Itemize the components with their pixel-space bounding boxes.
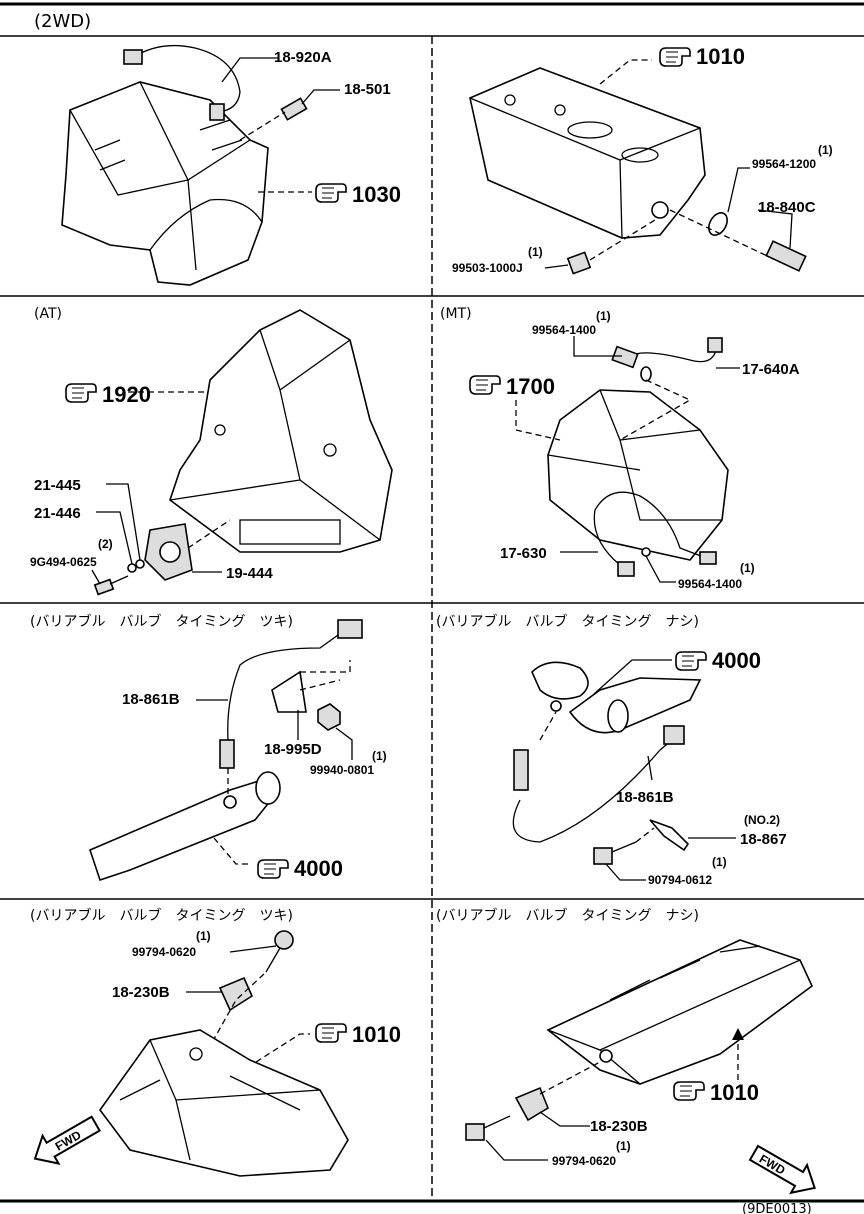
label-18-995d: 18-995D: [264, 741, 322, 758]
ref-1920[interactable]: 1920: [102, 382, 151, 407]
reference-hand-icon: [315, 183, 347, 203]
panel-cam-sensor-vvt: (バリアブル バルブ タイミング ツキ) (1) 99794-0620 18-2…: [30, 907, 401, 1177]
label-99564-1200: 99564-1200: [752, 157, 816, 171]
footer-code: (9DE0013): [742, 1202, 812, 1214]
caption-vvt-with-7: (バリアブル バルブ タイミング ツキ): [30, 907, 293, 924]
sensor-harness-18-861b: [219, 619, 363, 769]
ref-1030[interactable]: 1030: [352, 182, 401, 207]
qty-99794-0620-a: (1): [196, 929, 211, 943]
panel-cam-sensor-no-vvt: (バリアブル バルブ タイミング ナシ) 1010 18-230B (1) 99…: [436, 907, 816, 1195]
bracket-18-867: [649, 819, 690, 852]
sensor-18-230b: [218, 976, 254, 1012]
label-18-861b-a: 18-861B: [122, 691, 180, 708]
qty-18-867: (NO.2): [744, 813, 780, 827]
harness-17-630: [593, 491, 717, 577]
sensor-harness-18-920a: [123, 44, 241, 121]
qty-9g494-0625: (2): [98, 537, 113, 551]
reference-hand-icon: [257, 859, 289, 879]
label-21-445: 21-445: [34, 477, 81, 494]
qty-99564-1200: (1): [818, 143, 833, 157]
label-18-840c: 18-840C: [758, 199, 816, 216]
fwd-arrow-icon: FWD: [748, 1144, 816, 1195]
reference-hand-icon: [675, 651, 707, 671]
reference-hand-icon: [469, 375, 501, 395]
reference-hand-icon: [673, 1081, 705, 1101]
cylinder-head-drawing: [469, 67, 706, 239]
nut-99940-0801: [317, 703, 341, 731]
panel-o2-sensor-no-vvt: (バリアブル バルブ タイミング ナシ) 4000 18-861B (NO.2)…: [436, 613, 787, 887]
washer-99564-1200: [708, 212, 728, 236]
label-17-640a: 17-640A: [742, 361, 800, 378]
label-18-230b-a: 18-230B: [112, 984, 170, 1001]
label-17-630: 17-630: [500, 545, 547, 562]
reference-hand-icon: [659, 47, 691, 67]
label-99564-1400-b: 99564-1400: [678, 577, 742, 591]
label-99794-0620-b: 99794-0620: [552, 1154, 616, 1168]
caption-vvt-without-6: (バリアブル バルブ タイミング ナシ): [436, 613, 699, 630]
label-90794-0612: 90794-0612: [648, 873, 712, 887]
fwd-arrow-icon: FWD: [33, 1115, 101, 1165]
engine-block-drawing: [61, 81, 269, 286]
sensor-18-501: [239, 97, 308, 141]
label-18-861b-b: 18-861B: [616, 789, 674, 806]
caption-vvt-with-5: (バリアブル バルブ タイミング ツキ): [30, 613, 293, 630]
qty-99564-1400-a: (1): [596, 309, 611, 323]
drive-label: (2WD): [34, 11, 91, 32]
switch-17-640a: [611, 337, 723, 369]
caption-mt: (MT): [440, 306, 472, 322]
ref-1700[interactable]: 1700: [506, 374, 555, 399]
ref-1010-c[interactable]: 1010: [352, 1022, 401, 1047]
qty-99940-0801: (1): [372, 749, 387, 763]
panel-cylinder-head: 1010 (1) 99564-1200 18-840C (1) 99503-10…: [452, 44, 833, 275]
bracket-18-995d: [271, 660, 351, 713]
label-99564-1400-a: 99564-1400: [532, 323, 596, 337]
qty-99794-0620-b: (1): [616, 1139, 631, 1153]
label-99503-1000j: 99503-1000J: [452, 261, 523, 275]
cylinder-head-cover-drawing: [99, 1029, 349, 1177]
bolt-99794-0620: [265, 930, 294, 973]
ref-1010-d[interactable]: 1010: [710, 1080, 759, 1105]
label-99794-0620-a: 99794-0620: [132, 945, 196, 959]
label-99940-0801: 99940-0801: [310, 763, 374, 777]
caption-vvt-without-8: (バリアブル バルブ タイミング ナシ): [436, 907, 699, 924]
cylinder-head-cover-drawing: [546, 939, 813, 1085]
sensor-18-840c: [757, 209, 807, 272]
ref-1010[interactable]: 1010: [696, 44, 745, 69]
bolt-90794-0612: [593, 841, 637, 865]
label-21-446: 21-446: [34, 505, 81, 522]
reference-hand-icon: [315, 1023, 347, 1043]
label-18-501: 18-501: [344, 81, 391, 98]
qty-90794-0612: (1): [712, 855, 727, 869]
label-9g494-0625: 9G494-0625: [30, 555, 97, 569]
qty-99503-1000j: (1): [528, 245, 543, 259]
ref-4000-b[interactable]: 4000: [712, 648, 761, 673]
caption-at: (AT): [34, 306, 62, 322]
label-18-920a: 18-920A: [274, 49, 332, 66]
label-19-444: 19-444: [226, 565, 273, 582]
mt-transmission-drawing: [547, 389, 729, 561]
panel-o2-sensor-vvt: (バリアブル バルブ タイミング ツキ) 18-861B 18-995D (1)…: [30, 613, 387, 882]
reference-hand-icon: [65, 383, 97, 403]
at-transmission-drawing: [169, 309, 393, 553]
sensor-harness-18-861b: [512, 711, 685, 843]
qty-99564-1400-b: (1): [740, 561, 755, 575]
plug-99503-1000j: [566, 219, 656, 275]
panel-engine-block: 18-920A 18-501 1030: [61, 44, 401, 286]
exhaust-manifold-drawing: [531, 661, 702, 734]
panel-at-transmission: (AT) 1920 19-444 21-445 21-446: [30, 306, 393, 596]
bolt-99794-0620: [465, 1115, 511, 1141]
panel-mt-transmission: (MT) 1700 17-640A (1) 99564-1400 17-630: [440, 306, 800, 591]
bolt-9g494-0625: [93, 575, 129, 596]
exhaust-pipe-drawing: [89, 768, 281, 882]
label-18-230b-b: 18-230B: [590, 1118, 648, 1135]
sensor-19-444: [144, 519, 231, 581]
label-18-867: 18-867: [740, 831, 787, 848]
ref-4000-a[interactable]: 4000: [294, 856, 343, 881]
